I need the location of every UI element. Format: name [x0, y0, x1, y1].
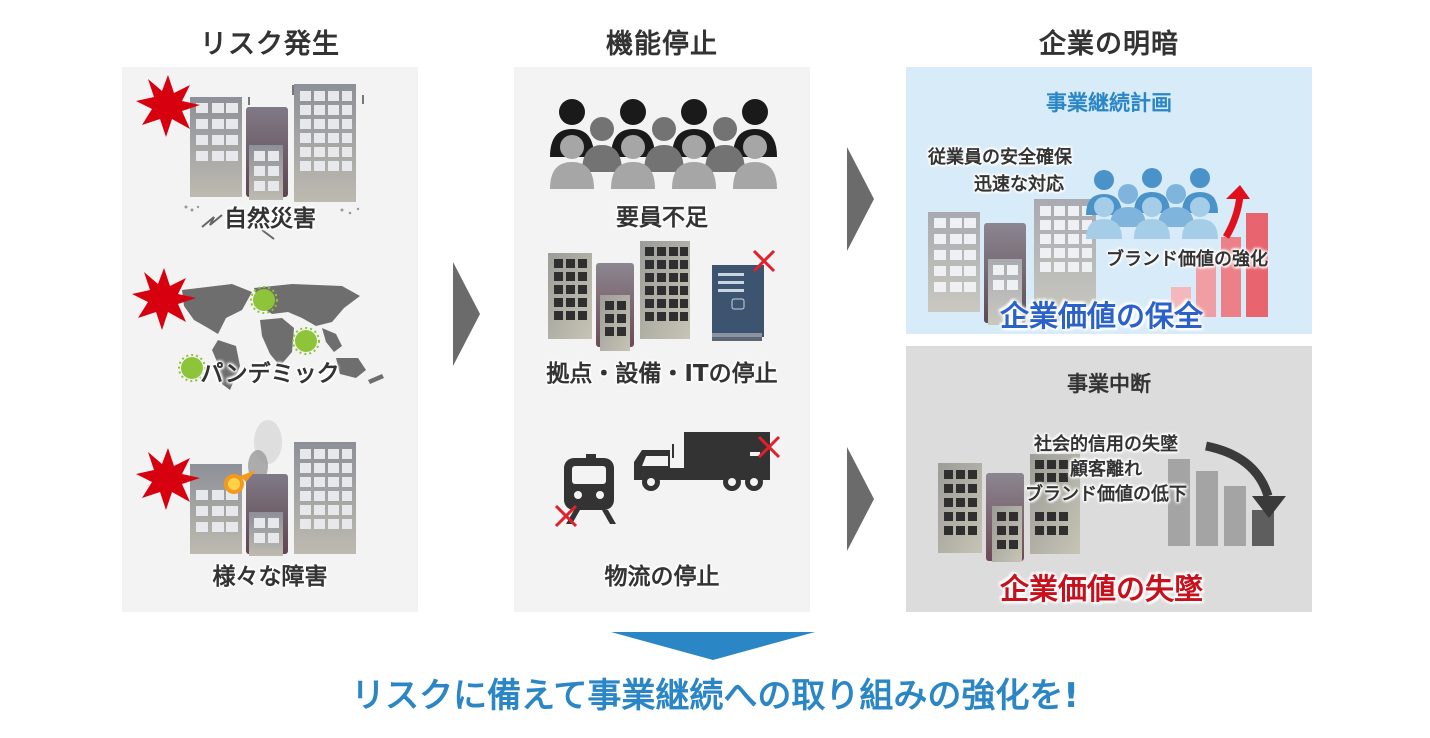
bcp-point-response: 迅速な対応 [974, 174, 1064, 195]
arrow-right-icon [847, 147, 874, 251]
rising-bar-chart-icon [1171, 213, 1268, 317]
people-group-icon [1086, 168, 1218, 239]
interruption-panel: 事業中断 社会的信用の失墜 顧客離れ ブランド価 [906, 346, 1312, 612]
risk-label-natural-disaster: 自然災害 [224, 206, 316, 232]
risk-label-pandemic: パンデミック [200, 361, 340, 387]
interruption-heading: 事業中断 [1067, 372, 1151, 396]
train-icon [564, 454, 616, 524]
interruption-illustration [938, 441, 1286, 562]
bcp-chart-note: ブランド価値の強化 [1106, 249, 1268, 270]
interruption-point-credibility: 社会的信用の失墜 [1034, 434, 1178, 455]
cross-mark-icon [554, 435, 781, 528]
cross-mark-icon [752, 249, 776, 273]
earthquake-buildings-icon [136, 75, 364, 240]
falling-bar-chart-icon [1168, 459, 1274, 546]
arrow-right-icon [847, 447, 874, 551]
conclusion-text: リスクに備えて事業継続への取り組みの強化を! [351, 676, 1079, 716]
stop-label-facility-it: 拠点・設備・ITの停止 [546, 361, 778, 387]
up-arrow-icon [1222, 194, 1244, 239]
up-arrow-head-icon [1226, 185, 1250, 199]
stop-label-staff-shortage: 要員不足 [616, 205, 708, 231]
buildings-server-icon [548, 241, 776, 351]
people-group-icon [550, 99, 777, 189]
world-map-virus-icon [132, 268, 384, 390]
interruption-point-customers: 顧客離れ [1070, 459, 1142, 480]
bcp-result: 企業価値の保全 [1000, 299, 1204, 333]
column-title-risk: リスク発生 [200, 29, 340, 60]
bcp-point-safety: 従業員の安全確保 [928, 147, 1072, 168]
down-arrow-head-icon [1252, 496, 1286, 518]
down-arrow-icon [611, 632, 815, 660]
stop-panel: 要員不足 [514, 67, 810, 612]
down-arrow-icon [1205, 441, 1273, 498]
burst-icon [136, 448, 200, 510]
arrow-right-icon [453, 262, 480, 366]
column-title-outcome: 企業の明暗 [1039, 29, 1179, 60]
truck-icon [634, 432, 770, 491]
fire-buildings-icon [136, 420, 356, 556]
virus-icon [178, 286, 320, 382]
burst-icon [132, 268, 196, 330]
risk-label-various-failures: 様々な障害 [212, 564, 328, 590]
interruption-result: 企業価値の失墜 [1000, 572, 1204, 606]
burst-icon [136, 75, 200, 137]
train-truck-icon [554, 432, 781, 528]
bcp-illustration [928, 168, 1268, 325]
bcp-panel: 事業継続計画 [906, 67, 1312, 334]
risk-panel: 自然災害 パンデミック [122, 67, 418, 612]
bcp-heading: 事業継続計画 [1046, 91, 1172, 115]
server-icon [712, 265, 764, 341]
fire-icon [224, 470, 256, 494]
stop-label-logistics: 物流の停止 [604, 564, 720, 590]
interruption-point-brand: ブランド価値の低下 [1025, 484, 1187, 505]
column-title-stop: 機能停止 [606, 29, 718, 60]
